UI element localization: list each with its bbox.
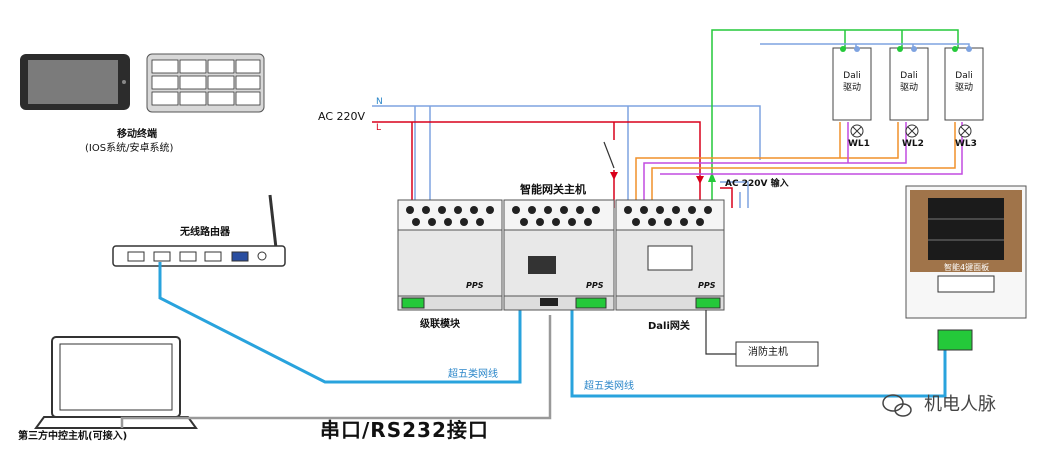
fire-host-wire xyxy=(705,310,736,355)
ac-input-title: AC 220V 输入 xyxy=(725,179,789,189)
serial-label: 串口/RS232接口 xyxy=(320,418,489,442)
dali-driver-2-line1: Dali xyxy=(900,71,918,81)
dali-driver-2 xyxy=(889,46,929,121)
dali-driver-3-line2: 驱动 xyxy=(954,83,973,93)
n-line-label: N xyxy=(376,97,383,107)
third-party-label: 第三方中控主机(可接入) xyxy=(18,431,128,442)
smart-switch-panel xyxy=(146,53,265,113)
gateway-host-label: 智能网关主机 xyxy=(520,183,586,196)
cascade-module xyxy=(397,199,503,311)
mobile-os-label: (IOS系统/安卓系统) xyxy=(85,143,174,154)
lamp-wl3-label: WL3 xyxy=(955,139,977,149)
dali-gateway-label: Dali网关 xyxy=(648,321,690,332)
dali-bus xyxy=(711,29,959,206)
gateway-host-module xyxy=(503,199,615,311)
smart-wall-panel xyxy=(905,185,1027,351)
cat5-cable-router xyxy=(158,262,522,384)
dali-driver-1 xyxy=(832,46,872,121)
wireless-router xyxy=(112,194,286,267)
n-line xyxy=(372,105,761,160)
fire-host-box xyxy=(735,341,819,367)
dali-driver-3-line1: Dali xyxy=(955,71,973,81)
brand-pps-3: PPS xyxy=(698,281,716,290)
router-label: 无线路由器 xyxy=(180,227,230,238)
serial-cable xyxy=(120,315,552,428)
dali-driver-3 xyxy=(944,46,984,121)
tablet-device xyxy=(20,54,130,110)
mobile-terminal-label: 移动终端 xyxy=(117,129,157,140)
cascade-module-label: 级联模块 xyxy=(420,319,460,330)
lamp-wl1-label: WL1 xyxy=(848,139,870,149)
cat5-label-b: 超五类网线 xyxy=(584,381,634,392)
watermark: 机电人脉 xyxy=(924,394,996,415)
l-line-label: L xyxy=(376,123,382,133)
panel-title: 智能4键面板 xyxy=(944,263,990,272)
fire-host-label: 消防主机 xyxy=(748,347,788,358)
lamps xyxy=(850,124,972,138)
dali-driver-1-line1: Dali xyxy=(843,71,861,81)
dali-gateway-module xyxy=(615,199,725,311)
wechat-icon xyxy=(882,394,912,417)
cat5-label-a: 超五类网线 xyxy=(448,369,498,380)
laptop xyxy=(34,336,198,429)
ac-input-label: AC 220V xyxy=(318,110,366,123)
dali-driver-1-line2: 驱动 xyxy=(842,83,861,93)
brand-pps-1: PPS xyxy=(466,281,484,290)
dali-driver-2-line2: 驱动 xyxy=(899,83,918,93)
cat5-cable-panel xyxy=(570,300,947,398)
brand-pps-2: PPS xyxy=(586,281,604,290)
lamp-wl2-label: WL2 xyxy=(902,139,924,149)
